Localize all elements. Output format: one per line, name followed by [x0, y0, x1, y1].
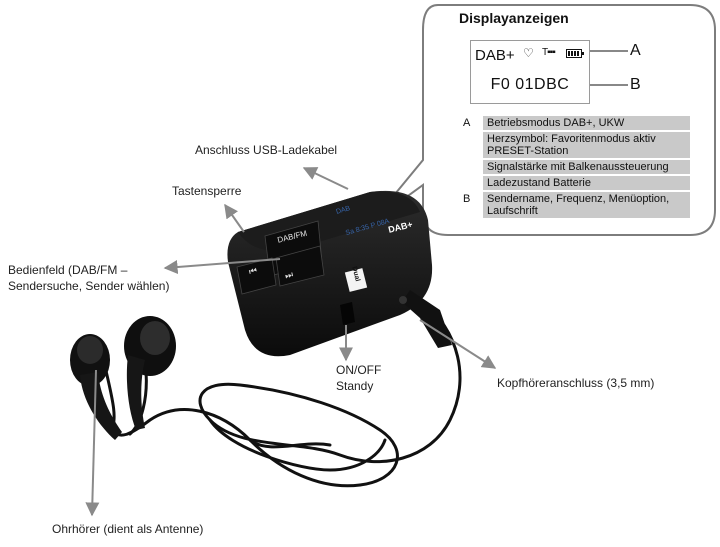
- battery-icon: [566, 49, 584, 58]
- arrow-lock: [224, 203, 245, 233]
- display-mockup: DAB+ ♡ T▪▪▪ F0 01DBC: [470, 40, 590, 104]
- legend-desc: Signalstärke mit Balkenaussteuerung: [483, 160, 690, 174]
- annotation-arrows: [85, 167, 497, 517]
- label-panel: Bedienfeld (DAB/FM – Sendersuche, Sender…: [8, 263, 170, 293]
- legend-desc: Betriebsmodus DAB+, UKW: [483, 116, 690, 130]
- arrow-usb: [302, 167, 349, 190]
- label-onoff: ON/OFF Standy: [336, 363, 382, 393]
- label-usb: Anschluss USB-Ladekabel: [195, 143, 338, 157]
- legend-row: Signalstärke mit Balkenaussteuerung: [459, 160, 690, 174]
- legend-desc: Sendername, Frequenz, Menüoption, Laufsc…: [483, 192, 690, 218]
- earphone-cable: [98, 298, 462, 488]
- label-jack: Kopfhöreranschluss (3,5 mm): [497, 376, 655, 390]
- display-line-bottom: F0 01DBC: [490, 76, 570, 93]
- legend-key: [459, 176, 483, 190]
- marker-b: B: [630, 76, 641, 93]
- legend-row: B Sendername, Frequenz, Menüoption, Lauf…: [459, 192, 690, 218]
- legend-key: [459, 132, 483, 158]
- heart-icon: ♡: [523, 46, 534, 60]
- legend-desc: Herzsymbol: Favoritenmodus aktiv PRESET-…: [483, 132, 690, 158]
- legend-desc: Ladezustand Batterie: [483, 176, 690, 190]
- radio-device: [227, 190, 452, 357]
- legend-key: B: [459, 192, 483, 218]
- legend-table: A Betriebsmodus DAB+, UKW Herzsymbol: Fa…: [459, 114, 690, 220]
- marker-a: A: [630, 42, 641, 59]
- arrow-jack: [419, 319, 497, 369]
- legend-row: Ladezustand Batterie: [459, 176, 690, 190]
- label-lock: Tastensperre: [172, 184, 242, 198]
- label-earphones: Ohrhörer (dient als Antenne): [52, 522, 204, 536]
- arrow-earphones: [85, 369, 100, 517]
- earbuds: [70, 316, 176, 440]
- display-line-top: DAB+: [475, 47, 515, 64]
- legend-row: A Betriebsmodus DAB+, UKW: [459, 116, 690, 130]
- callout-title: Displayanzeigen: [459, 10, 569, 26]
- legend-row: Herzsymbol: Favoritenmodus aktiv PRESET-…: [459, 132, 690, 158]
- signal-icon: T▪▪▪: [542, 47, 556, 58]
- arrow-panel: [163, 258, 281, 274]
- legend-key: [459, 160, 483, 174]
- legend-key: A: [459, 116, 483, 130]
